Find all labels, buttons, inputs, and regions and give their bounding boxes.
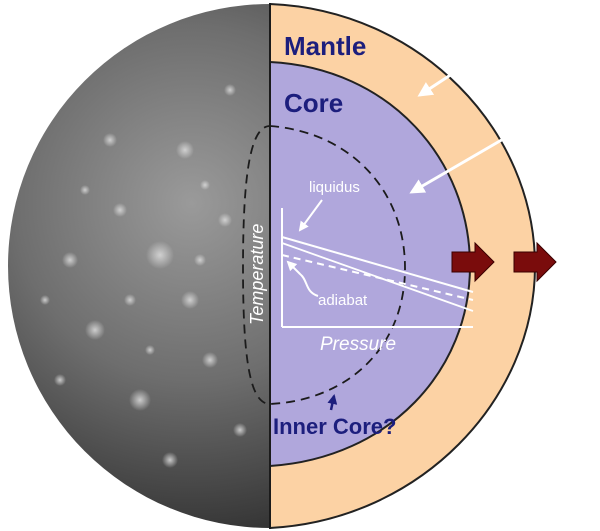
adiabat-label: adiabat (318, 292, 368, 309)
crater-mark (129, 389, 151, 411)
crater-mark (124, 294, 136, 306)
core-pointer-icon (409, 136, 506, 194)
crater-mark (146, 241, 174, 269)
crater-mark (176, 141, 194, 159)
heat-flow-arrow-outer-icon (513, 241, 557, 283)
crater-mark (202, 352, 218, 368)
crater-mark (40, 295, 50, 305)
liquidus-label: liquidus (309, 179, 360, 196)
core-label: Core (284, 88, 343, 118)
planet-surface (8, 4, 271, 528)
adiabat-pointer-icon (286, 260, 319, 297)
crater-mark (224, 84, 236, 96)
crater-mark (233, 423, 247, 437)
crater-mark (62, 252, 78, 268)
crater-mark (145, 345, 155, 355)
liquidus-pointer-icon (298, 199, 323, 232)
inner-core-boundary (242, 125, 406, 405)
crater-mark (162, 452, 178, 468)
mantle-pointer-icon (417, 70, 456, 97)
liquidus-curve (281, 236, 474, 293)
inner-core-pointer-icon (327, 394, 338, 411)
crater-mark (80, 185, 90, 195)
crater-mark (54, 374, 66, 386)
heat-flow-arrow-icon (451, 241, 495, 283)
inner-core-label: Inner Core? (273, 414, 396, 439)
mantle-label: Mantle (284, 31, 366, 61)
crater-mark (113, 203, 127, 217)
crater-mark (103, 133, 117, 147)
crater-mark (181, 291, 199, 309)
phase-diagram: liquidus adiabat Temperature Pressure (247, 179, 474, 355)
crater-mark (194, 254, 206, 266)
pressure-axis-label: Pressure (320, 334, 396, 355)
surface-craters (40, 84, 247, 468)
crater-mark (218, 213, 232, 227)
crater-mark (85, 320, 105, 340)
adiabat-curve (281, 254, 474, 301)
crater-mark (200, 180, 210, 190)
temperature-axis-label: Temperature (247, 224, 267, 325)
